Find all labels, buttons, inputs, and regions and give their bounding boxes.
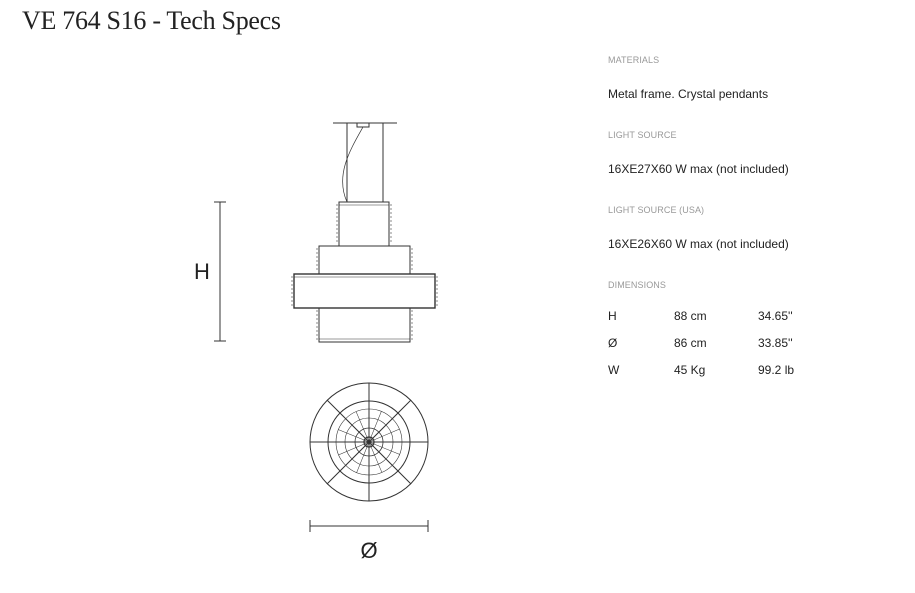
- dim-key: H: [608, 308, 617, 323]
- light-source-label: LIGHT SOURCE: [608, 130, 677, 140]
- dim-imperial: 33.85'': [758, 335, 793, 350]
- dim-metric: 45 Kg: [674, 362, 706, 377]
- dimensions-section: DIMENSIONS H 88 cm 34.65'' Ø 86 cm 33.85…: [608, 280, 908, 383]
- materials-section: MATERIALS Metal frame. Crystal pendants: [608, 55, 908, 130]
- diameter-dimension: [309, 520, 429, 532]
- table-row: W 45 Kg 99.2 lb: [608, 356, 794, 383]
- light-source-usa-value: 16XE26X60 W max (not included): [608, 237, 789, 251]
- table-row: Ø 86 cm 33.85'': [608, 329, 794, 356]
- top-view: [309, 382, 429, 502]
- dim-key: Ø: [608, 335, 618, 350]
- table-row: H 88 cm 34.65'': [608, 302, 794, 329]
- dimensions-table: H 88 cm 34.65'' Ø 86 cm 33.85'' W 45 Kg …: [608, 302, 794, 383]
- dim-key: W: [608, 362, 620, 377]
- page-title: VE 764 S16 - Tech Specs: [22, 6, 281, 35]
- light-source-value: 16XE27X60 W max (not included): [608, 162, 789, 176]
- dim-metric: 86 cm: [674, 335, 707, 350]
- diameter-label: Ø: [360, 538, 377, 563]
- side-view: [291, 122, 438, 343]
- materials-label: MATERIALS: [608, 55, 660, 65]
- dimensions-label: DIMENSIONS: [608, 280, 667, 290]
- height-label: H: [194, 259, 210, 284]
- light-source-usa-label: LIGHT SOURCE (USA): [608, 205, 705, 215]
- dim-imperial: 99.2 lb: [758, 362, 795, 377]
- height-dimension: [214, 201, 226, 342]
- light-source-section: LIGHT SOURCE 16XE27X60 W max (not includ…: [608, 130, 908, 205]
- dim-imperial: 34.65'': [758, 308, 793, 323]
- spec-panel: MATERIALS Metal frame. Crystal pendants …: [608, 55, 908, 383]
- light-source-usa-section: LIGHT SOURCE (USA) 16XE26X60 W max (not …: [608, 205, 908, 280]
- materials-value: Metal frame. Crystal pendants: [608, 87, 769, 101]
- dim-metric: 88 cm: [674, 308, 707, 323]
